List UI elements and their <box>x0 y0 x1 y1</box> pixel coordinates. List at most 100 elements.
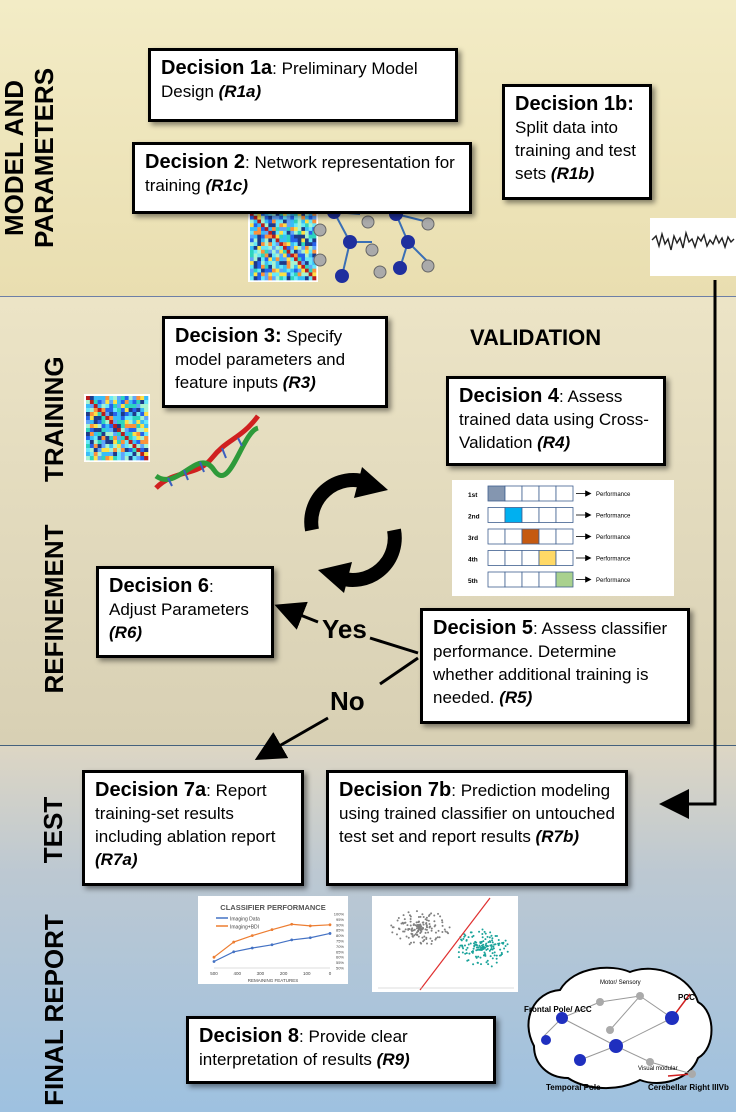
decision-ref: (R9) <box>376 1050 410 1069</box>
validation-heading: VALIDATION <box>470 325 602 350</box>
network-graph-image <box>313 205 435 283</box>
yes-label: Yes <box>322 614 367 644</box>
brain-label-visual: Visual modular <box>638 1066 678 1072</box>
cv-fold-cell <box>538 485 557 502</box>
connectivity-matrix-image <box>248 210 318 282</box>
cv-fold-cell <box>521 550 540 566</box>
chart-x-tick: 400 <box>233 971 241 976</box>
chart-x-tick: 500 <box>210 971 218 976</box>
decision-text: : Assess classifier performance. Determi… <box>433 619 668 707</box>
chart-point <box>270 928 274 932</box>
cv-fold-cell <box>538 528 557 545</box>
cv-fold-cell <box>504 571 523 588</box>
chart-point <box>232 950 236 954</box>
cv-fold-cell <box>504 528 523 545</box>
decision-title: Decision 7a <box>95 779 207 801</box>
cv-fold-cell <box>538 571 557 588</box>
cv-fold-cell <box>487 528 506 545</box>
decision-title: Decision 8 <box>199 1025 300 1047</box>
cv-fold-cell <box>504 485 523 502</box>
chart-point <box>232 940 236 944</box>
chart-point <box>212 960 216 963</box>
chart-y-tick: 60% <box>336 955 344 960</box>
cv-fold-cell <box>538 550 557 566</box>
chart-point <box>308 936 312 940</box>
brain-label-frontal: Frontal Pole/ ACC <box>524 1005 592 1014</box>
chart-legend-item: Imaging+BDI <box>230 925 259 931</box>
decision-text: : Network representation for training <box>145 153 455 195</box>
brain-label-cerebellar: Cerebellar Right IIIVb <box>648 1083 729 1092</box>
decision-title: Decision 5 <box>433 617 534 639</box>
cv-fold-cell <box>487 550 506 566</box>
cv-fold-performance: Performance <box>596 514 631 520</box>
chart-point <box>250 946 254 950</box>
chart-y-tick: 75% <box>336 939 344 944</box>
cv-fold-cell <box>555 550 574 566</box>
cv-fold-label: 2nd <box>468 514 480 521</box>
chart-point <box>290 922 294 926</box>
feature-matrix-image <box>84 394 150 462</box>
decision-3-box: Decision 3: Specify model parameters and… <box>162 316 388 408</box>
decision-7b-box: Decision 7b: Prediction modeling using t… <box>326 770 628 886</box>
decision-6-box: Decision 6: Adjust Parameters (R6) <box>96 566 274 658</box>
chart-x-tick: 100 <box>303 971 311 976</box>
cv-fold-performance: Performance <box>596 492 631 498</box>
cv-fold-cell <box>521 485 540 502</box>
chart-title: CLASSIFIER PERFORMANCE <box>220 903 325 912</box>
decision-title: Decision 1a <box>161 57 273 79</box>
decision-ref: (R4) <box>537 433 571 452</box>
decision-1a-box: Decision 1a: Preliminary Model Design (R… <box>148 48 458 122</box>
decision-text: Split data into training and test sets <box>515 118 636 183</box>
cv-fold-label: 4th <box>468 557 478 564</box>
decision-text: : Adjust Parameters <box>109 577 249 619</box>
cv-fold-cell <box>504 550 523 566</box>
chart-x-tick: 300 <box>257 971 265 976</box>
decision-ref: (R7b) <box>535 827 579 846</box>
chart-point <box>308 924 312 928</box>
decision-title: Decision 7b <box>339 779 452 801</box>
chart-y-tick: 100% <box>334 912 345 917</box>
decision-ref: (R3) <box>282 373 316 392</box>
scatter-plot-image <box>372 896 518 992</box>
cv-fold-cell <box>521 528 540 545</box>
decision-1b-box: Decision 1b:Split data into training and… <box>502 84 652 200</box>
decision-text: Specify model parameters and feature inp… <box>175 327 346 392</box>
decision-text: : Preliminary Model Design <box>161 59 418 101</box>
decision-title: Decision 6 <box>109 575 210 597</box>
cv-fold-cell <box>487 507 506 523</box>
chart-y-tick: 65% <box>336 949 344 954</box>
cv-fold-cell <box>487 485 506 502</box>
brain-label-pcc: PCC <box>678 993 695 1002</box>
chart-y-tick: 95% <box>336 917 344 922</box>
cv-fold-cell <box>521 507 540 523</box>
no-arrow <box>379 656 419 686</box>
chart-y-tick: 85% <box>336 928 344 933</box>
decision-ref: (R6) <box>109 623 143 642</box>
chart-x-label: REMAINING FEATURES <box>248 978 298 983</box>
decision-title: Decision 3: <box>175 325 282 347</box>
decision-text: : Prediction modeling using trained clas… <box>339 781 615 846</box>
decision-title: Decision 2 <box>145 151 246 173</box>
cv-fold-cell <box>555 528 574 545</box>
brain-network-image <box>527 966 713 1090</box>
chart-point <box>212 955 216 959</box>
brain-label-temporal: Temporal Pole <box>546 1083 601 1092</box>
cv-fold-performance: Performance <box>596 535 631 541</box>
cv-fold-performance: Performance <box>596 578 631 584</box>
refresh-cycle-icon <box>304 467 402 593</box>
chart-point <box>328 932 332 935</box>
chart-point <box>270 943 274 947</box>
chart-point <box>250 934 254 937</box>
cv-fold-cell <box>487 571 506 588</box>
chart-y-tick: 80% <box>336 933 344 938</box>
decision-2-box: Decision 2: Network representation for t… <box>132 142 472 214</box>
dna-helix-image <box>154 414 260 490</box>
chart-y-tick: 90% <box>336 922 344 927</box>
chart-x-tick: 200 <box>280 971 288 976</box>
time-series-signal-image <box>650 218 736 276</box>
split-data-arrow <box>659 280 717 819</box>
cv-fold-cell <box>555 571 574 588</box>
cv-fold-cell <box>555 507 574 523</box>
